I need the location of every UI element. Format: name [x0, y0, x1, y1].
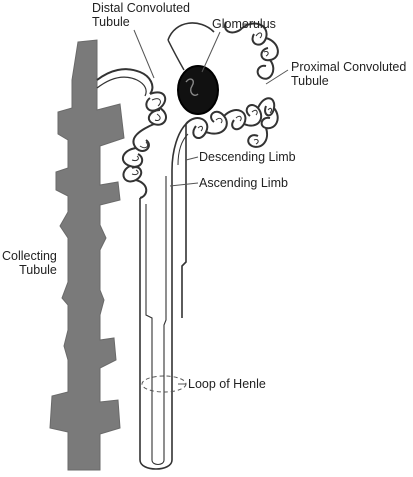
- glomerulus-shape: [177, 65, 219, 115]
- label-collecting-line1: Collecting: [2, 249, 57, 263]
- label-distal-convoluted-tubule: Distal Convoluted Tubule: [92, 1, 190, 29]
- label-descending-limb: Descending Limb: [199, 150, 296, 164]
- leader-ascending: [169, 182, 199, 187]
- descending-limb-tube: [171, 122, 187, 318]
- afferent-arteriole: [167, 39, 185, 71]
- leader-distal: [133, 29, 155, 79]
- label-ascending-limb: Ascending Limb: [199, 176, 288, 190]
- proximal-convoluted-tubule-inner: [197, 32, 272, 145]
- ascending-limb-inner: [145, 176, 167, 466]
- label-loop-of-henle: Loop of Henle: [188, 377, 266, 391]
- glomerulus-highlight: [185, 78, 199, 96]
- label-distal-line2: Tubule: [92, 15, 130, 29]
- ascending-limb-tube: [139, 170, 173, 470]
- label-distal-line1: Distal Convoluted: [92, 1, 190, 15]
- leader-glomerulus: [201, 31, 221, 73]
- bowmans-capsule: [167, 22, 215, 41]
- label-proximal-convoluted-tubule: Proximal Convoluted Tubule: [291, 60, 406, 88]
- descending-limb-inner: [177, 133, 189, 166]
- leader-descending: [185, 156, 199, 161]
- label-glomerulus: Glomerulus: [212, 17, 276, 31]
- label-collecting-line2: Tubule: [19, 263, 57, 277]
- distal-convoluted-tubule: [121, 91, 168, 199]
- leader-proximal: [265, 69, 289, 85]
- connecting-tubule: [96, 68, 154, 95]
- collecting-tubule-shape: [49, 39, 125, 471]
- distal-convoluted-tubule-inner: [131, 98, 161, 175]
- label-proximal-line1: Proximal Convoluted: [291, 60, 407, 74]
- label-proximal-line2: Tubule: [291, 74, 329, 88]
- label-collecting-tubule: Collecting Tubule: [2, 249, 57, 277]
- connecting-tubule-inner: [96, 76, 147, 97]
- proximal-convoluted-tubule: [185, 21, 279, 148]
